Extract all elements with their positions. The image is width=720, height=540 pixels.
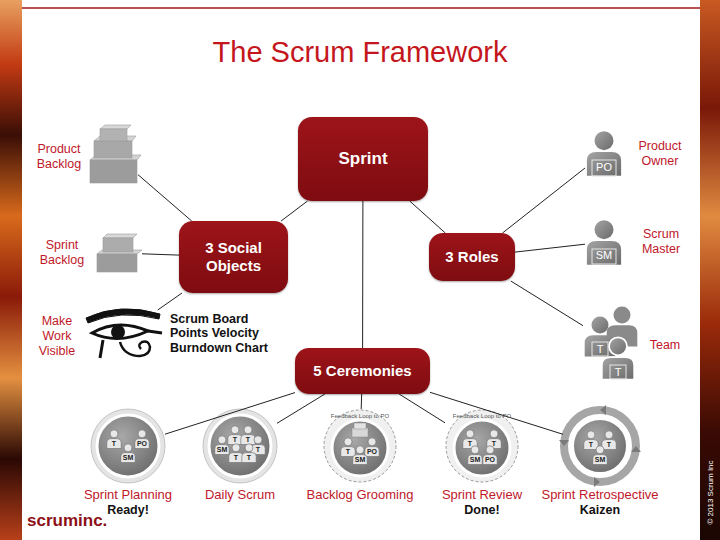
connector-line [277,394,325,423]
icon-node: Make Work VisibleScrum Board Points Velo… [84,310,160,360]
feedback-note: Feedback Loop to PO [330,413,390,419]
node-text: T [610,366,626,379]
ceremony-node: TTSMSprint RetrospectiveKaizen [563,409,637,483]
role-letter: SM [592,456,608,464]
ceremony-figures [107,426,616,465]
role-letter: T [601,441,617,449]
icon-node: Product Backlog [90,124,138,184]
ceremony-name: Sprint Planning [46,487,210,503]
role-letter: PO [364,448,380,456]
role-letter: SM [467,456,483,464]
ceremony-name: Daily Scrum [158,487,322,503]
role-letter: T [462,440,478,448]
backlog-icon [97,234,142,272]
ceremony-node: TPOSMSprint PlanningReady! [91,409,165,483]
node-text: SM [591,249,617,262]
node-text: Product Backlog [32,142,86,172]
role-letter: PO [482,456,498,464]
connector-line [511,281,583,326]
ceremony-disk [91,405,641,487]
ceremony-goal: Kaizen [518,503,682,518]
copyright-note: © 2013 Scrum Inc [706,460,715,524]
node-text: Sprint [338,149,387,169]
logo-text: scruminc. [27,511,107,531]
connector-line [158,293,182,310]
connector-line [281,201,307,221]
person-icon [585,131,638,379]
ceremony-name: Sprint Review [400,487,564,503]
role-letter: PO [134,440,150,448]
role-letter: SM [214,446,230,454]
role-letter: T [240,436,256,444]
backlog-icon [90,125,141,183]
icon-node: TTTeam [583,300,639,386]
diagram-title: The Scrum Framework [0,36,720,69]
icon-node: SMScrum Master [585,213,623,271]
node-text: 3 Roles [445,248,498,266]
role-letter: T [340,448,356,456]
ceremony-name: Sprint Retrospective [518,487,682,503]
top-rule [22,7,700,9]
role-letter: T [228,454,244,462]
node-text: 3 Social Objects [187,239,280,275]
role-letter: T [250,446,266,454]
role-letter: T [486,440,502,448]
icon-node: Sprint Backlog [96,232,142,274]
role-letter: T [227,436,243,444]
connector-line [138,175,192,221]
node-text: Scrum Board Points Velocity Burndown Cha… [170,312,286,355]
connector-line [142,254,179,255]
side-strip [0,0,22,540]
node-text: Sprint Backlog [36,238,88,268]
icon-node: POProduct Owner [585,123,623,183]
ceremony-node: SMTTTTTDaily Scrum [203,409,277,483]
ceremony-node: Feedback Loop to POTSMPOBacklog Grooming [323,409,397,483]
node-text: 5 Ceremonies [313,362,411,380]
node-text: Make Work Visible [34,314,80,359]
ceremony-goal: Done! [400,503,564,518]
side-strip [700,0,720,540]
node-text: Scrum Master [635,227,687,257]
process-box: 5 Ceremonies [295,348,430,394]
role-letter: T [241,454,257,462]
connector-line [362,201,363,348]
process-box: 3 Social Objects [179,221,288,293]
connector-line [503,168,586,233]
ceremony-node: Feedback Loop to POTTSMPOSprint ReviewDo… [445,409,519,483]
connector-line [361,394,363,409]
connector-line [410,201,446,233]
process-box: Sprint [298,117,428,201]
connector-line [399,394,445,423]
node-text: T [592,343,608,356]
role-letter: T [583,441,599,449]
role-letter: T [106,440,122,448]
connector-line [430,392,563,434]
node-text: Team [645,338,685,353]
role-letter: SM [120,454,136,462]
role-letter: SM [352,456,368,464]
process-box: 3 Roles [429,233,515,281]
eye-symbol [86,309,162,358]
node-text: PO [591,161,617,174]
connector-line [165,393,295,435]
feedback-note: Feedback Loop to PO [452,413,512,419]
connector-line [515,244,585,252]
ceremony-name: Backlog Grooming [278,487,442,503]
node-text: Product Owner [633,139,687,169]
